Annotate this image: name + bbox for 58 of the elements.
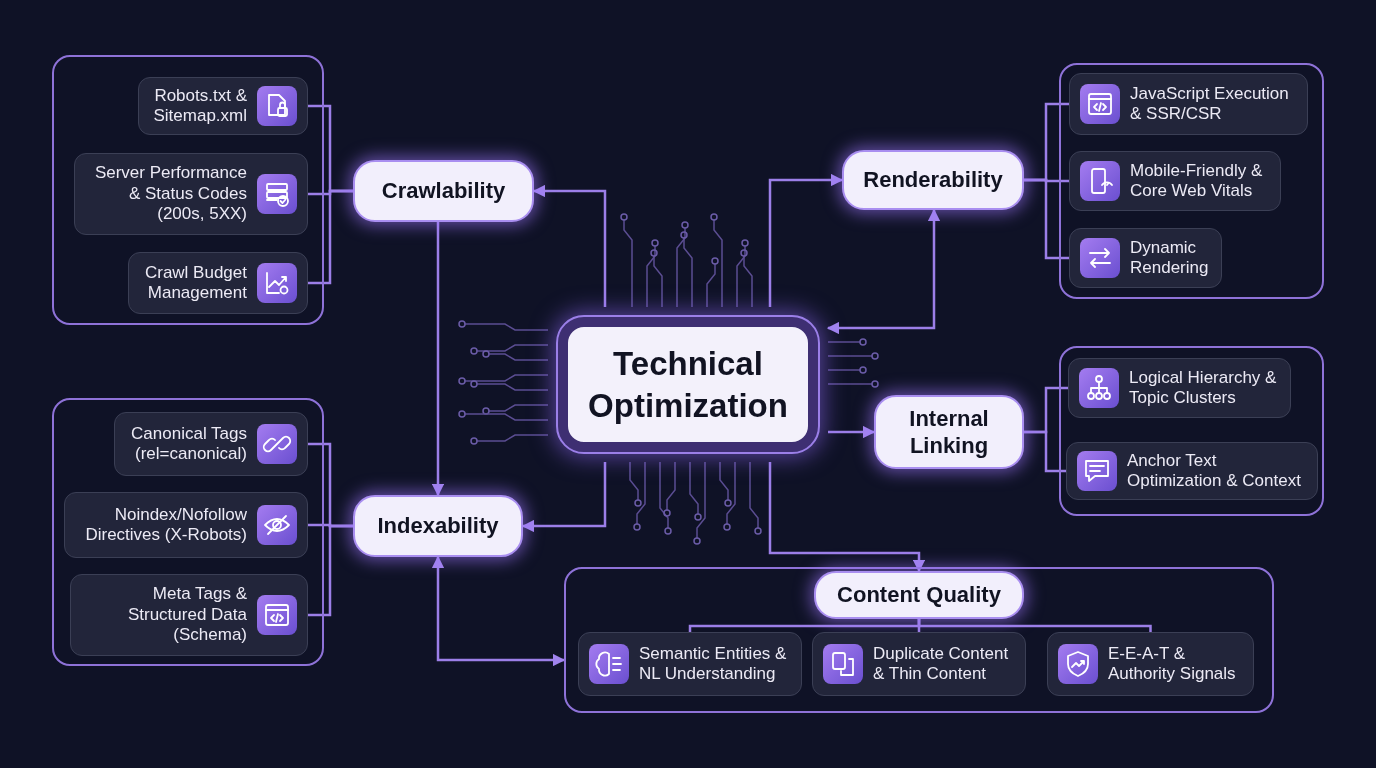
arrow: [431, 222, 445, 497]
connector-line: [917, 619, 1152, 632]
topic-label: Mobile-Friendly & Core Web Vitals: [1130, 160, 1264, 202]
node-label: Renderability: [863, 166, 1003, 194]
topic-card: [74, 153, 308, 235]
topic-card: [70, 574, 308, 656]
arrow: [521, 462, 607, 533]
topic-card: [1069, 151, 1281, 211]
group-panel: [52, 55, 324, 325]
central-hub: [558, 317, 818, 452]
arrow: [828, 425, 876, 439]
category-node: [874, 395, 1024, 469]
connector-line: [308, 189, 353, 285]
topic-label: Canonical Tags (rel=canonical): [130, 423, 247, 465]
topic-card: [1047, 632, 1254, 696]
category-node: [814, 571, 1024, 619]
topic-label: Dynamic Rendering: [1130, 237, 1210, 279]
group-panel: [564, 567, 1274, 713]
node-label: Internal Linking: [908, 404, 990, 460]
topic-label: Meta Tags & Structured Data (Schema): [126, 584, 247, 646]
arrow: [768, 462, 926, 573]
connector-line: [1024, 178, 1069, 260]
node-label: Content Quality: [837, 581, 1001, 609]
topic-label: JavaScript Execution & SSR/CSR: [1130, 83, 1290, 125]
topic-card: [128, 252, 308, 314]
group-panel: [52, 398, 324, 666]
topic-label: Anchor Text Optimization & Context: [1127, 450, 1302, 492]
arrow: [431, 555, 566, 667]
group-panel: [1059, 346, 1324, 516]
topic-card: [64, 492, 308, 558]
topic-label: Noindex/Nofollow Directives (X-Robots): [84, 504, 247, 546]
arrow: [826, 208, 941, 335]
topic-label: Server Performance & Status Codes (200s, 5XX): [93, 163, 247, 225]
topic-label: Semantic Entities & NL Understanding: [639, 643, 788, 685]
topic-label: Duplicate Content & Thin Content: [873, 643, 1010, 685]
topic-label: Logical Hierarchy & Topic Clusters: [1129, 367, 1278, 409]
arrow: [768, 173, 844, 307]
topic-card: [1068, 358, 1291, 418]
node-label: Indexability: [377, 512, 499, 540]
topic-card: [1066, 442, 1318, 500]
group-panel: [1059, 63, 1324, 299]
category-node: [353, 160, 534, 222]
topic-card: [1069, 228, 1222, 288]
category-node: [353, 495, 523, 557]
category-node: [842, 150, 1024, 210]
node-label: Technical Optimization: [587, 344, 789, 426]
node-label: Crawlability: [381, 177, 506, 205]
topic-card: [812, 632, 1026, 696]
topic-label: Robots.txt & Sitemap.xml: [152, 85, 247, 127]
topic-card: [114, 412, 308, 476]
topic-card: [138, 77, 308, 135]
topic-label: Crawl Budget Management: [143, 262, 247, 304]
arrow: [532, 184, 607, 307]
connector-line: [308, 524, 353, 617]
topic-label: E-E-A-T & Authority Signals: [1108, 643, 1237, 685]
connector-line: [1024, 430, 1066, 473]
topic-card: [1069, 73, 1308, 135]
topic-card: [578, 632, 802, 696]
